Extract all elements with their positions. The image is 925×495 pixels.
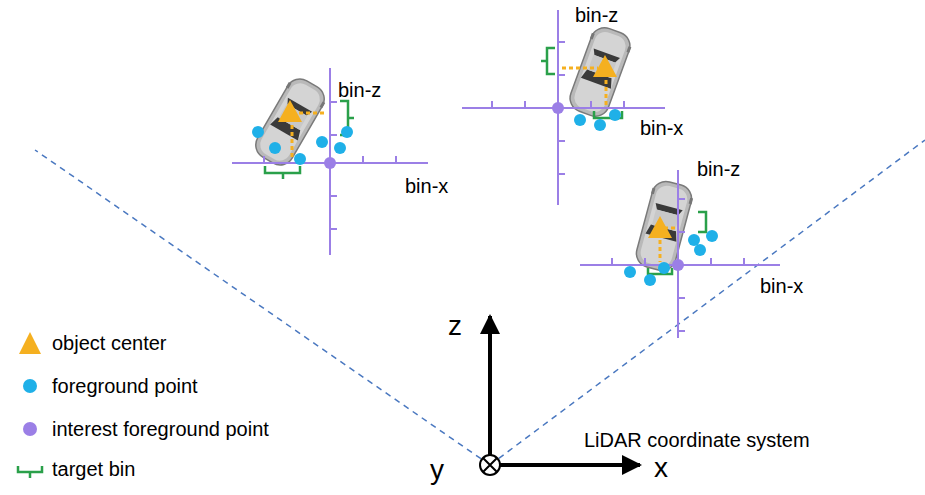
- bin-axis-label: bin-z: [575, 4, 618, 27]
- legend-text: object center: [52, 332, 167, 355]
- coordinate-system-label: LiDAR coordinate system: [584, 429, 810, 452]
- legend-text: target bin: [52, 458, 135, 481]
- axis-label: y: [430, 454, 444, 486]
- bin-axis-label: bin-z: [338, 79, 381, 102]
- bin-axis-label: bin-x: [640, 117, 683, 140]
- legend-text: foreground point: [52, 375, 198, 398]
- bin-axis-label: bin-z: [697, 158, 740, 181]
- bin-axis-label: bin-x: [760, 275, 803, 298]
- bin-axis-label: bin-x: [405, 175, 448, 198]
- axis-label: z: [448, 310, 462, 342]
- legend-text: interest foreground point: [52, 418, 269, 441]
- axis-label: x: [654, 452, 668, 484]
